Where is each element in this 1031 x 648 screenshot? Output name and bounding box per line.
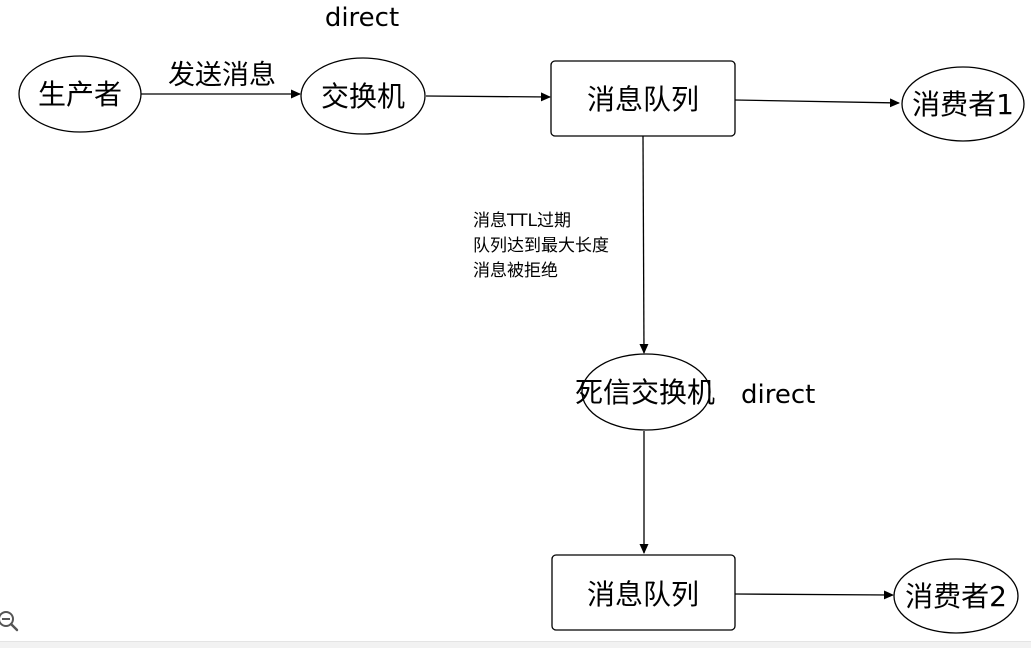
producer-label: 生产者 <box>38 78 122 111</box>
queue-main-label: 消息队列 <box>587 83 699 116</box>
consumer2-label: 消费者2 <box>905 580 1007 613</box>
dlx-label: 死信交换机 <box>575 376 715 409</box>
node-consumer2[interactable]: 消费者2 <box>893 558 1019 634</box>
edges <box>141 89 900 600</box>
node-queue-main[interactable]: 消息队列 <box>550 60 736 137</box>
exchange-shape <box>300 57 426 135</box>
queue-dead-shape <box>551 554 736 631</box>
edge-label-send: 发送消息 <box>168 60 276 91</box>
bottom-scroll-bar <box>0 641 1031 648</box>
consumer1-label: 消费者1 <box>912 88 1014 121</box>
edge-dead-queue-to-consumer2 <box>734 590 894 600</box>
producer-shape <box>18 55 142 133</box>
zoom-out-icon[interactable] <box>0 609 22 633</box>
queue-dead-label: 消息队列 <box>587 578 699 611</box>
condition-line: 消息TTL过期 <box>473 211 571 231</box>
queue-main-shape <box>550 60 736 137</box>
node-consumer1[interactable]: 消费者1 <box>901 66 1025 142</box>
edge-exchange-to-queue <box>425 92 551 102</box>
dlx-shape <box>581 353 711 431</box>
dead-letter-conditions: 消息TTL过期 队列达到最大长度 消息被拒绝 <box>473 211 609 281</box>
exchange-type-main: direct <box>325 3 399 33</box>
edge-queue-to-dlx <box>639 135 649 354</box>
node-queue-dead[interactable]: 消息队列 <box>551 554 736 631</box>
condition-line: 队列达到最大长度 <box>473 236 609 256</box>
consumer2-shape <box>893 558 1019 634</box>
edge-queue-to-consumer1 <box>734 98 900 108</box>
consumer1-shape <box>901 66 1025 142</box>
node-producer[interactable]: 生产者 <box>18 55 142 133</box>
exchange-label: 交换机 <box>321 80 405 113</box>
condition-line: 消息被拒绝 <box>473 261 558 281</box>
exchange-type-dlx: direct <box>741 380 815 410</box>
node-dlx[interactable]: 死信交换机 <box>575 353 715 431</box>
node-exchange[interactable]: 交换机 <box>300 57 426 135</box>
